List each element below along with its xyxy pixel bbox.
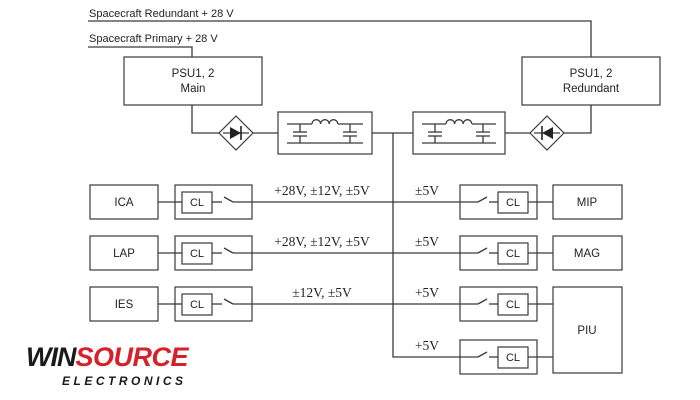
- right-load-row: +5V CL: [393, 285, 553, 322]
- main-psu-wire: [191, 105, 219, 134]
- logo-subtitle: ELECTRONICS: [62, 374, 187, 388]
- cl-label: CL: [506, 197, 520, 209]
- current-limiter: CL: [459, 339, 538, 375]
- piu-label: PIU: [577, 325, 596, 337]
- cl-label: CL: [506, 248, 520, 260]
- voltage-label: ±5V: [415, 183, 439, 198]
- current-limiter: CL: [459, 235, 538, 271]
- load-name: IES: [115, 299, 134, 311]
- primary-rail-label: Spacecraft Primary + 28 V: [89, 33, 218, 45]
- voltage-label: +5V: [415, 285, 439, 300]
- load-box-mip: MIP: [552, 184, 623, 220]
- load-name: MAG: [574, 248, 600, 260]
- diode-redundant-icon: [529, 115, 565, 151]
- load-box-mag: MAG: [552, 235, 623, 271]
- cl-label: CL: [190, 248, 204, 260]
- psu-main-block: PSU1, 2 Main: [123, 56, 263, 106]
- voltage-label: ±12V, ±5V: [292, 285, 352, 300]
- current-limiter: CL: [459, 184, 538, 220]
- switch-icon: [223, 247, 234, 254]
- left-load-row: LAP CL +28V, ±12V, ±5V: [89, 234, 393, 271]
- load-box-lap: LAP: [89, 235, 159, 271]
- voltage-label: +5V: [415, 338, 439, 353]
- psu-redundant-subtitle: Redundant: [563, 83, 620, 95]
- switch-icon: [477, 351, 488, 358]
- switch-icon: [477, 247, 488, 254]
- left-load-rows: ICA CL +28V, ±12V, ±5V LAP CL +28V, ±12V, ±5V…: [89, 183, 393, 322]
- right-load-row: ±5V CL MIP: [393, 183, 623, 220]
- load-name: LAP: [113, 248, 135, 260]
- voltage-label: ±5V: [415, 234, 439, 249]
- redundant-rail-line: [88, 20, 592, 57]
- psu-main-subtitle: Main: [181, 83, 206, 95]
- switch-icon: [477, 298, 488, 305]
- winsource-logo: WINSOURCE ELECTRONICS: [26, 342, 190, 388]
- psu-main-title: PSU1, 2: [172, 68, 215, 80]
- cl-label: CL: [190, 197, 204, 209]
- cl-label: CL: [506, 352, 520, 364]
- redundant-psu-wire: [564, 105, 592, 134]
- right-load-row: ±5V CL MAG: [393, 234, 623, 271]
- diode-main-icon: [218, 115, 254, 151]
- lc-filter-1: [277, 111, 373, 155]
- voltage-label: +28V, ±12V, ±5V: [274, 234, 370, 249]
- left-load-row: ICA CL +28V, ±12V, ±5V: [89, 183, 393, 220]
- lc-filter-2: [412, 111, 506, 155]
- right-load-rows: ±5V CL MIP ±5V CL MAG +5V CL +5V CL: [393, 183, 623, 375]
- psu-redundant-block: PSU1, 2 Redundant: [521, 56, 661, 106]
- distribution-bus: [392, 133, 460, 358]
- current-limiter: CL: [459, 286, 538, 322]
- switch-icon: [223, 298, 234, 305]
- voltage-label: +28V, ±12V, ±5V: [274, 183, 370, 198]
- left-load-row: IES CL ±12V, ±5V: [89, 285, 393, 322]
- primary-rail-line: [88, 46, 193, 57]
- switch-icon: [223, 196, 234, 203]
- psu-redundant-title: PSU1, 2: [570, 68, 613, 80]
- load-box-ies: IES: [89, 286, 159, 322]
- load-name: ICA: [114, 197, 134, 209]
- logo-brand-win: WINSOURCE: [26, 342, 189, 372]
- switch-icon: [477, 196, 488, 203]
- right-load-row: +5V CL: [415, 338, 553, 375]
- cl-label: CL: [190, 299, 204, 311]
- cl-label: CL: [506, 299, 520, 311]
- piu-block: PIU: [552, 286, 623, 374]
- load-name: MIP: [577, 197, 598, 209]
- load-box-ica: ICA: [89, 184, 159, 220]
- current-limiter: CL: [174, 184, 253, 220]
- redundant-rail-label: Spacecraft Redundant + 28 V: [89, 8, 234, 20]
